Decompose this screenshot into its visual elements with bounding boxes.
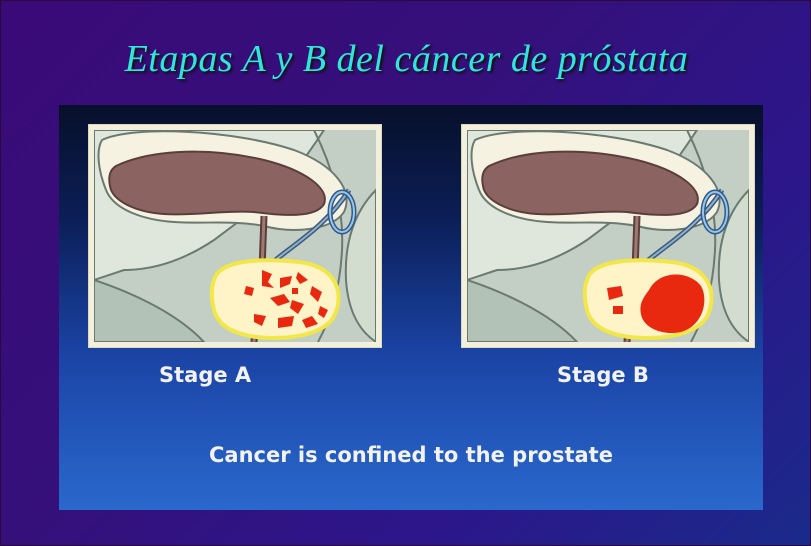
stage-a-label: Stage A — [159, 363, 251, 387]
illustration-photo: Stage A Stage — [59, 105, 763, 510]
stage-b-illustration — [462, 125, 754, 347]
slide-caption: Cancer is confined to the prostate — [59, 443, 763, 467]
stage-a-illustration — [89, 125, 381, 347]
stage-a-anatomy-drawing — [94, 130, 376, 342]
stage-b-label: Stage B — [557, 363, 649, 387]
stage-b-anatomy-drawing — [467, 130, 749, 342]
slide-title: Etapas A y B del cáncer de próstata — [1, 37, 811, 81]
